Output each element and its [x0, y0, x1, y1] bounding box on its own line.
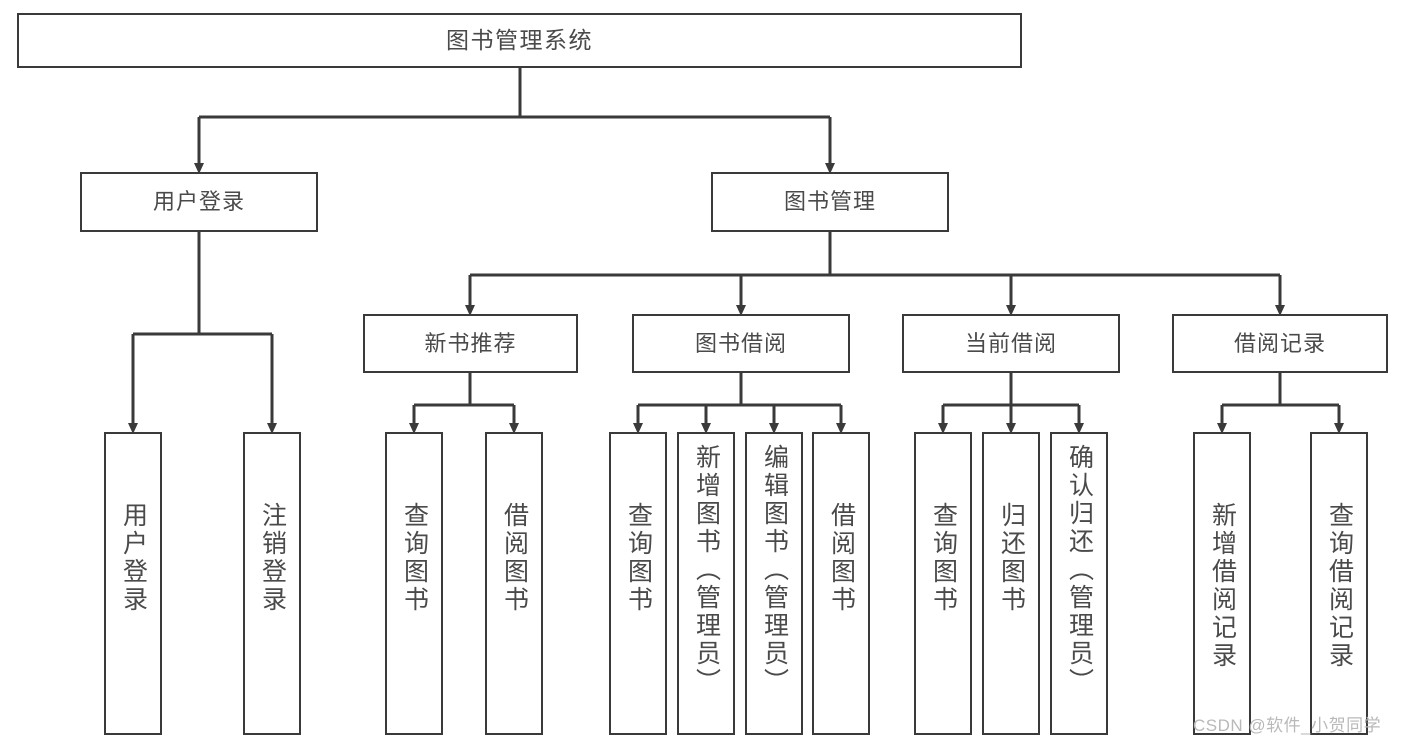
- leaf-user-login-login[interactable]: 用户登录: [104, 432, 162, 735]
- node-label: 确认归还（管理员）: [1065, 444, 1094, 696]
- node-book-management[interactable]: 图书管理: [711, 172, 949, 232]
- node-label: 查询借阅记录: [1325, 502, 1354, 670]
- node-label: 查询图书: [624, 502, 653, 614]
- node-label: 新书推荐: [424, 330, 517, 356]
- node-label: 查询图书: [400, 502, 429, 614]
- leaf-new-book-query-book[interactable]: 查询图书: [385, 432, 443, 735]
- node-root-system[interactable]: 图书管理系统: [17, 13, 1022, 68]
- node-label: 用户登录: [119, 502, 148, 614]
- leaf-current-borrow-confirm-return-admin[interactable]: 确认归还（管理员）: [1050, 432, 1108, 735]
- node-borrow-record[interactable]: 借阅记录: [1172, 314, 1388, 373]
- node-label: 归还图书: [997, 502, 1026, 614]
- leaf-book-borrow-edit-book-admin[interactable]: 编辑图书（管理员）: [745, 432, 803, 735]
- leaf-user-login-logout[interactable]: 注销登录: [243, 432, 301, 735]
- node-label: 新增图书（管理员）: [692, 444, 721, 696]
- leaf-book-borrow-add-book-admin[interactable]: 新增图书（管理员）: [677, 432, 735, 735]
- node-label: 新增借阅记录: [1208, 502, 1237, 670]
- leaf-book-borrow-borrow-book[interactable]: 借阅图书: [812, 432, 870, 735]
- leaf-current-borrow-query-book[interactable]: 查询图书: [914, 432, 972, 735]
- node-label: 查询图书: [929, 502, 958, 614]
- node-label: 用户登录: [152, 189, 245, 215]
- leaf-borrow-record-query-record[interactable]: 查询借阅记录: [1310, 432, 1368, 735]
- csdn-watermark: CSDN @软件_小贺同学: [1193, 716, 1382, 735]
- node-label: 借阅图书: [827, 502, 856, 614]
- leaf-new-book-borrow-book[interactable]: 借阅图书: [485, 432, 543, 735]
- node-label: 图书借阅: [694, 330, 787, 356]
- node-current-borrow[interactable]: 当前借阅: [902, 314, 1120, 373]
- node-book-borrow[interactable]: 图书借阅: [632, 314, 850, 373]
- node-label: 图书管理系统: [446, 26, 593, 53]
- node-new-book-recommend[interactable]: 新书推荐: [363, 314, 578, 373]
- node-label: 注销登录: [258, 502, 287, 614]
- node-label: 当前借阅: [964, 330, 1057, 356]
- leaf-current-borrow-return-book[interactable]: 归还图书: [982, 432, 1040, 735]
- node-user-login[interactable]: 用户登录: [80, 172, 318, 232]
- node-label: 图书管理: [783, 189, 876, 215]
- node-label: 借阅记录: [1233, 330, 1326, 356]
- leaf-book-borrow-query-book[interactable]: 查询图书: [609, 432, 667, 735]
- leaf-borrow-record-add-record[interactable]: 新增借阅记录: [1193, 432, 1251, 735]
- node-label: 编辑图书（管理员）: [760, 444, 789, 696]
- node-label: 借阅图书: [500, 502, 529, 614]
